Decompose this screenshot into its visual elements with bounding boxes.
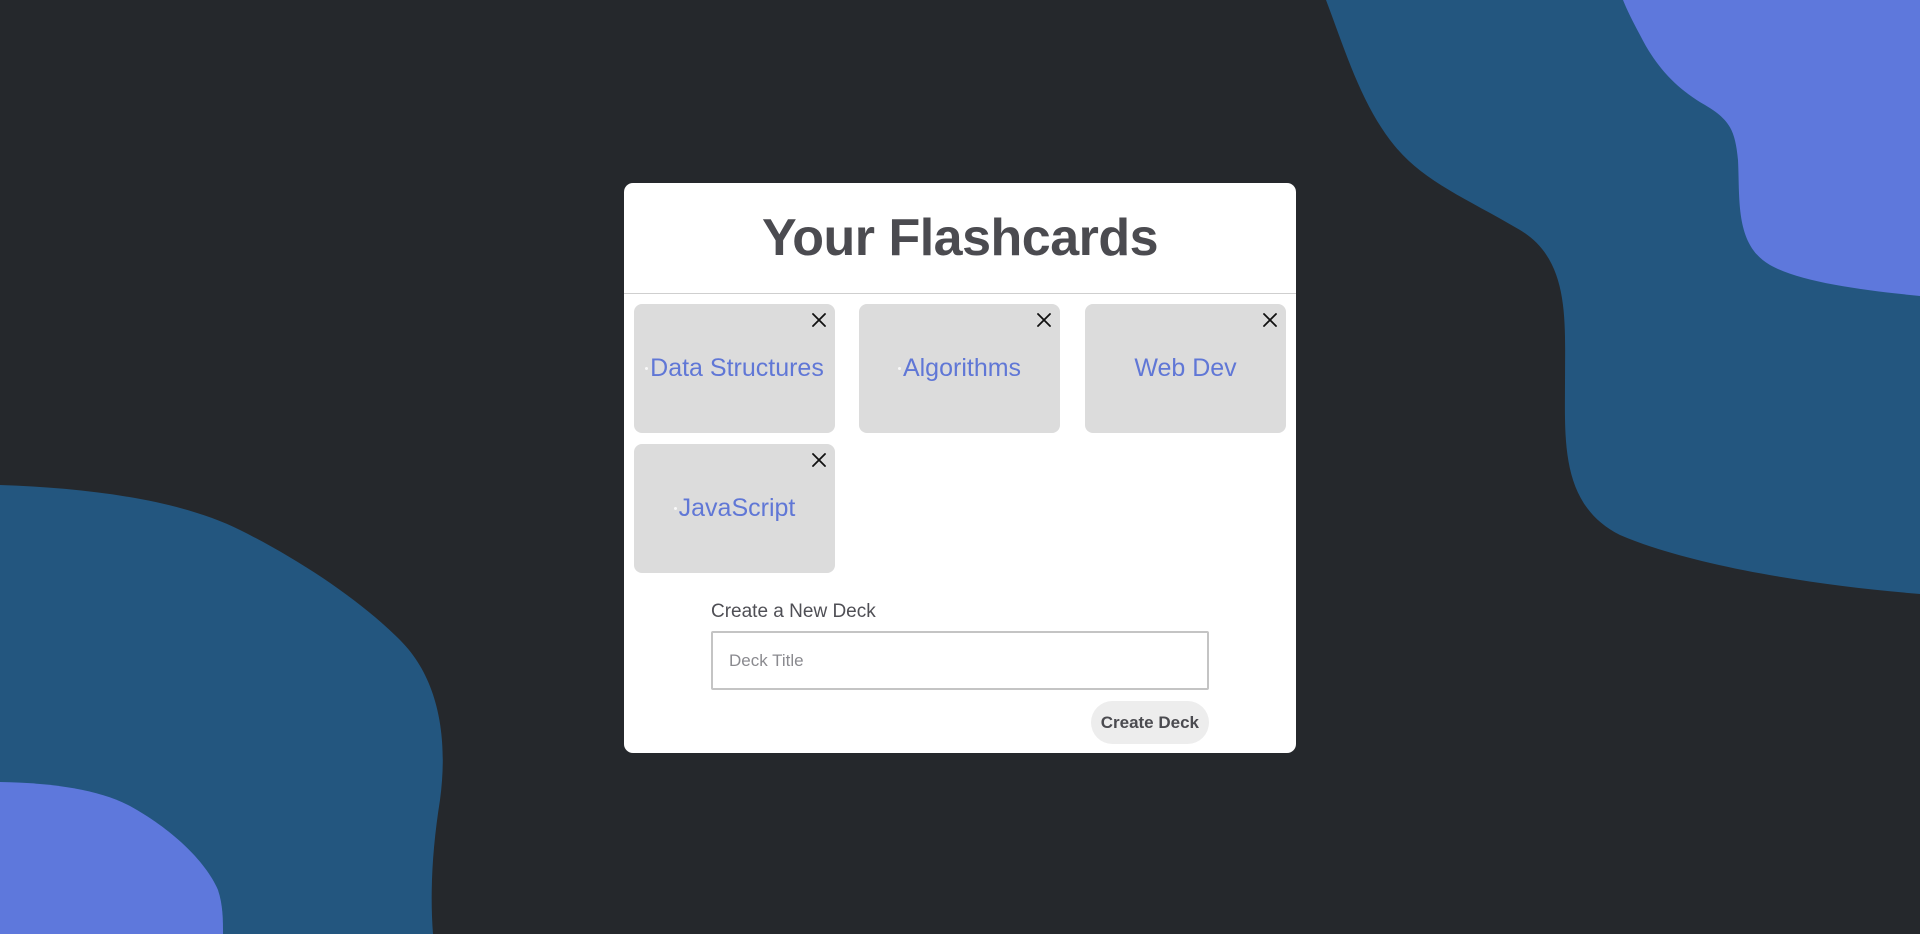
- deck-title: Algorithms: [902, 354, 1022, 382]
- close-icon[interactable]: [1034, 310, 1054, 330]
- panel-header: Your Flashcards: [624, 183, 1296, 294]
- new-deck-label: Create a New Deck: [711, 601, 876, 622]
- deck-bullet: [673, 507, 677, 510]
- close-icon[interactable]: [809, 450, 829, 470]
- bottom-left-light-blob: [0, 782, 223, 934]
- deck-title: Data Structures: [650, 354, 824, 382]
- deck-title: JavaScript: [678, 494, 796, 522]
- deck-title-input[interactable]: [711, 631, 1209, 690]
- deck-title: Web Dev: [1134, 354, 1237, 382]
- top-right-light-blob: [1623, 0, 1920, 296]
- deck-grid: Data Structures Algorithms Web Dev JavaS…: [624, 294, 1296, 577]
- close-icon[interactable]: [809, 310, 829, 330]
- deck-card[interactable]: Algorithms: [859, 304, 1060, 433]
- deck-card[interactable]: JavaScript: [634, 444, 835, 573]
- deck-bullet: [645, 367, 649, 370]
- deck-bullet: [897, 367, 901, 370]
- new-deck-form: Create a New Deck Create Deck: [711, 601, 1209, 744]
- create-deck-button[interactable]: Create Deck: [1090, 701, 1209, 744]
- flashcards-panel: Your Flashcards Data Structures Algorith…: [624, 183, 1296, 753]
- deck-card[interactable]: Web Dev: [1085, 304, 1286, 433]
- page-title: Your Flashcards: [761, 209, 1159, 267]
- close-icon[interactable]: [1260, 310, 1280, 330]
- deck-card[interactable]: Data Structures: [634, 304, 835, 433]
